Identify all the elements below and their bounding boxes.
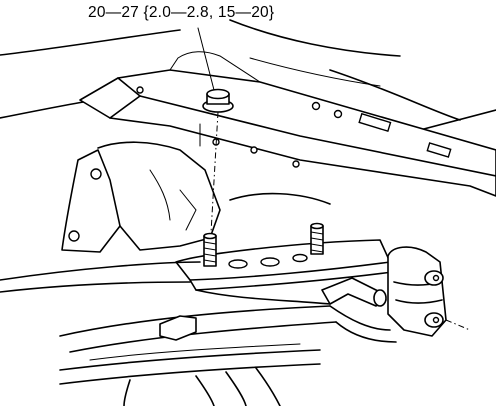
insulator-bore-upper <box>432 274 440 282</box>
body-panel-lines <box>0 19 496 131</box>
rail-hole-4 <box>292 160 300 168</box>
stud-right <box>310 222 324 255</box>
alignment-line-insulator <box>445 319 471 331</box>
stud-left <box>203 232 217 267</box>
torque-spec-label: 20—27 {2.0—2.8, 15—20} <box>88 4 275 21</box>
rail-hole-1 <box>311 101 321 111</box>
rail-slot-2 <box>426 142 452 158</box>
torque-leader-line <box>197 27 215 91</box>
insulator-bore-lower <box>432 316 440 324</box>
bracket-slot-1 <box>228 259 248 269</box>
bracket-slot-2 <box>260 257 280 267</box>
bracket-slot-3 <box>292 253 308 263</box>
alignment-line-vertical <box>209 111 219 251</box>
lower-frame <box>0 261 397 385</box>
insulator-mount <box>387 246 471 337</box>
support-arm <box>195 277 387 307</box>
bracket-hole-lower <box>68 230 80 242</box>
flange-nut <box>202 88 234 113</box>
rail-hole-5 <box>136 86 144 94</box>
left-bracket <box>61 141 331 253</box>
rail-hole-3 <box>250 146 258 154</box>
bracket-hole-upper <box>90 168 102 180</box>
rail-slot-1 <box>358 112 392 133</box>
rail-hole-2 <box>333 109 343 119</box>
lower-arm-fragment <box>123 367 281 406</box>
cross-member <box>79 51 496 197</box>
